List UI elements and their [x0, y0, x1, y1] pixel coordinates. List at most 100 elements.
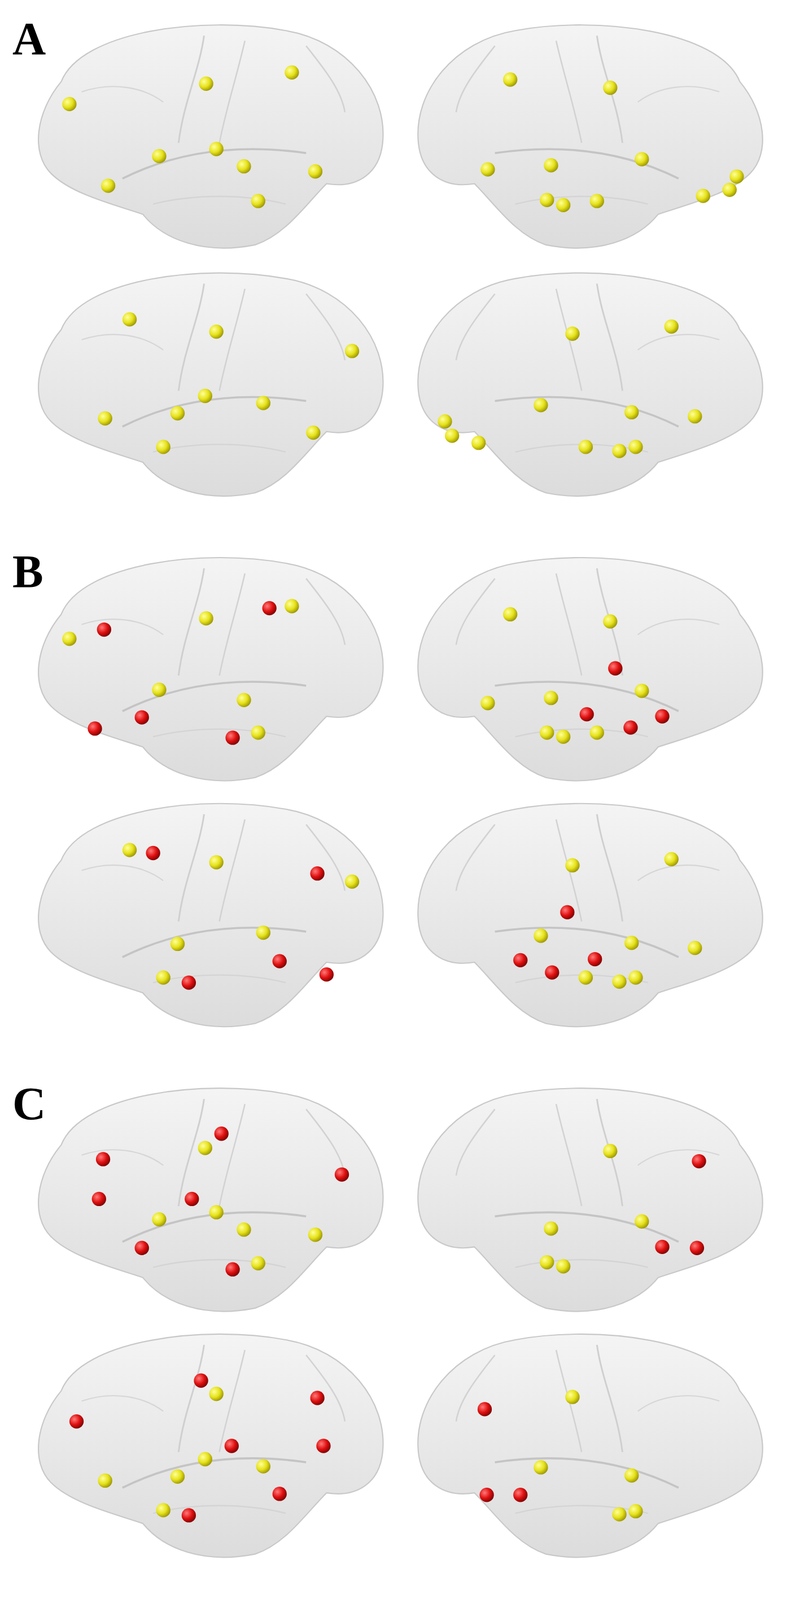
- red-node-sphere: [513, 1488, 528, 1503]
- brain-view: [38, 1088, 383, 1312]
- yellow-node-sphere: [198, 76, 213, 91]
- red-node-sphere: [587, 952, 602, 967]
- red-node-sphere: [654, 1240, 670, 1255]
- red-node-sphere: [579, 707, 594, 722]
- red-node-sphere: [181, 975, 196, 990]
- yellow-node-sphere: [209, 141, 224, 156]
- yellow-node-sphere: [628, 439, 643, 454]
- yellow-node-sphere: [696, 188, 711, 203]
- yellow-node-sphere: [209, 1205, 224, 1220]
- yellow-node-sphere: [634, 1214, 649, 1230]
- yellow-node-sphere: [565, 858, 580, 873]
- red-node-sphere: [145, 846, 160, 861]
- red-node-sphere: [97, 622, 112, 637]
- yellow-node-sphere: [256, 396, 271, 411]
- red-node-sphere: [544, 965, 559, 980]
- yellow-node-sphere: [236, 1222, 251, 1237]
- yellow-node-sphere: [664, 852, 679, 867]
- yellow-node-sphere: [98, 1474, 113, 1489]
- yellow-node-sphere: [198, 388, 213, 404]
- yellow-node-sphere: [151, 1212, 166, 1227]
- red-node-sphere: [654, 709, 670, 724]
- yellow-node-sphere: [624, 1469, 639, 1484]
- red-node-sphere: [224, 1439, 239, 1454]
- yellow-node-sphere: [628, 970, 643, 985]
- brain-view: [417, 803, 763, 1027]
- yellow-node-sphere: [729, 169, 744, 184]
- brain-view: [417, 273, 763, 497]
- yellow-node-sphere: [664, 319, 679, 334]
- yellow-node-sphere: [151, 149, 166, 164]
- yellow-node-sphere: [578, 439, 593, 454]
- yellow-node-sphere: [539, 1255, 554, 1270]
- brain-view: [417, 557, 763, 781]
- yellow-node-sphere: [284, 65, 299, 80]
- brain-view: [38, 803, 383, 1027]
- yellow-node-sphere: [539, 726, 554, 741]
- yellow-node-sphere: [62, 631, 77, 646]
- yellow-node-sphere: [480, 696, 495, 711]
- red-node-sphere: [181, 1508, 196, 1523]
- red-node-sphere: [225, 1262, 240, 1278]
- yellow-node-sphere: [198, 611, 213, 626]
- yellow-node-sphere: [589, 194, 605, 209]
- red-node-sphere: [69, 1414, 84, 1429]
- yellow-node-sphere: [624, 405, 639, 420]
- yellow-node-sphere: [624, 936, 639, 951]
- yellow-node-sphere: [209, 324, 224, 339]
- yellow-node-sphere: [156, 439, 171, 454]
- yellow-node-sphere: [602, 1144, 618, 1159]
- red-node-sphere: [560, 905, 575, 920]
- yellow-node-sphere: [556, 729, 571, 745]
- red-node-sphere: [214, 1126, 229, 1142]
- yellow-node-sphere: [437, 414, 452, 429]
- brain-view: [417, 1088, 763, 1312]
- yellow-node-sphere: [156, 1503, 171, 1518]
- yellow-node-sphere: [101, 178, 116, 193]
- brain-view: [38, 24, 383, 248]
- yellow-node-sphere: [209, 855, 224, 870]
- yellow-node-sphere: [578, 970, 593, 985]
- red-node-sphere: [262, 601, 277, 616]
- yellow-node-sphere: [344, 343, 360, 358]
- yellow-node-sphere: [156, 970, 171, 985]
- yellow-node-sphere: [122, 842, 137, 858]
- yellow-node-sphere: [687, 941, 702, 956]
- yellow-node-sphere: [628, 1504, 643, 1519]
- yellow-node-sphere: [122, 312, 137, 327]
- red-node-sphere: [272, 1487, 287, 1502]
- brain-view: [38, 273, 383, 497]
- yellow-node-sphere: [480, 162, 495, 177]
- red-node-sphere: [193, 1374, 208, 1389]
- red-node-sphere: [309, 1391, 325, 1406]
- yellow-node-sphere: [611, 975, 627, 990]
- yellow-node-sphere: [543, 158, 558, 173]
- yellow-node-sphere: [634, 151, 649, 166]
- yellow-node-sphere: [611, 443, 627, 458]
- yellow-node-sphere: [305, 425, 321, 440]
- yellow-node-sphere: [503, 72, 518, 87]
- red-node-sphere: [477, 1402, 492, 1417]
- yellow-node-sphere: [543, 1221, 558, 1236]
- red-node-sphere: [87, 721, 102, 736]
- panel-label: A: [12, 15, 46, 63]
- yellow-node-sphere: [170, 406, 185, 421]
- yellow-node-sphere: [151, 683, 166, 698]
- red-node-sphere: [623, 720, 638, 735]
- yellow-node-sphere: [722, 182, 737, 198]
- yellow-node-sphere: [539, 193, 554, 208]
- yellow-node-sphere: [308, 1227, 323, 1243]
- red-node-sphere: [316, 1439, 331, 1454]
- yellow-node-sphere: [687, 409, 702, 424]
- yellow-node-sphere: [198, 1141, 213, 1156]
- red-node-sphere: [479, 1488, 494, 1503]
- yellow-node-sphere: [251, 1256, 266, 1271]
- red-node-sphere: [272, 954, 287, 969]
- yellow-node-sphere: [533, 1460, 548, 1475]
- yellow-node-sphere: [602, 80, 618, 95]
- panel-label: B: [12, 548, 44, 596]
- yellow-node-sphere: [503, 607, 518, 622]
- yellow-node-sphere: [556, 198, 571, 213]
- yellow-node-sphere: [533, 928, 548, 943]
